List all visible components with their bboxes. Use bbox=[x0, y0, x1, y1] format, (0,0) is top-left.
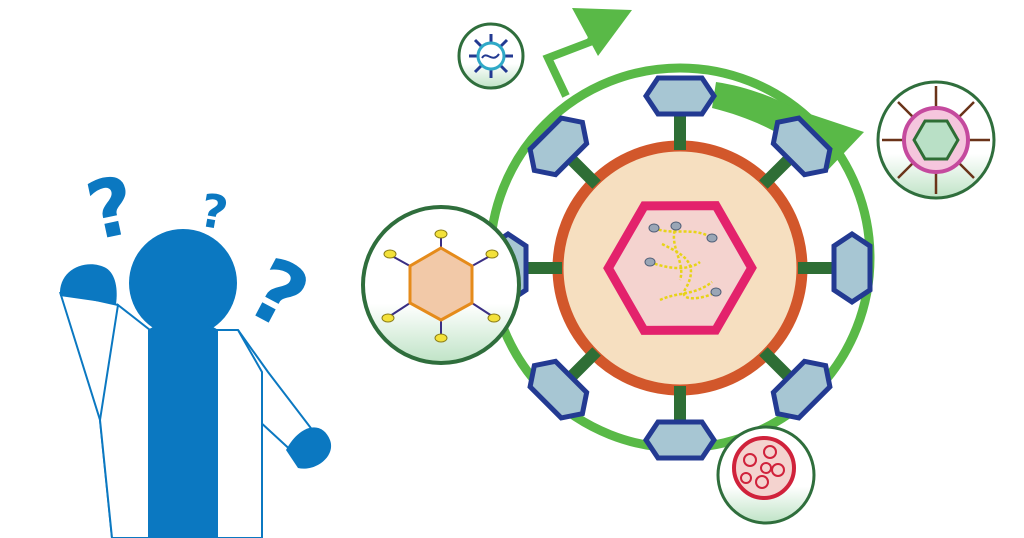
person-body bbox=[148, 322, 218, 538]
rna-caps bbox=[644, 221, 722, 297]
question-mark-icon: ? bbox=[233, 239, 324, 351]
virus-particle-icon bbox=[487, 75, 873, 461]
exit-arrow-head bbox=[572, 8, 632, 56]
spike-protein bbox=[798, 230, 873, 306]
inset-virus-top bbox=[457, 22, 525, 90]
person-head bbox=[129, 229, 237, 337]
raised-hand bbox=[59, 264, 117, 304]
lower-hand bbox=[286, 427, 332, 469]
inset-cell-bottom bbox=[716, 425, 816, 525]
question-mark-icon: ? bbox=[196, 183, 232, 241]
spike-protein bbox=[759, 115, 833, 189]
spikes bbox=[487, 75, 873, 461]
exit-arrow-stem bbox=[542, 28, 600, 98]
person-neck bbox=[152, 320, 214, 338]
inset-virus-left bbox=[361, 205, 521, 365]
spike-protein bbox=[642, 75, 718, 150]
question-mark-icon: ? bbox=[79, 158, 144, 259]
inset-virus-right bbox=[876, 80, 996, 200]
scientist-person-icon bbox=[59, 229, 332, 538]
spike-protein bbox=[527, 115, 601, 189]
spike-protein bbox=[527, 347, 601, 421]
spike-protein bbox=[642, 386, 718, 461]
spike-protein bbox=[759, 347, 833, 421]
